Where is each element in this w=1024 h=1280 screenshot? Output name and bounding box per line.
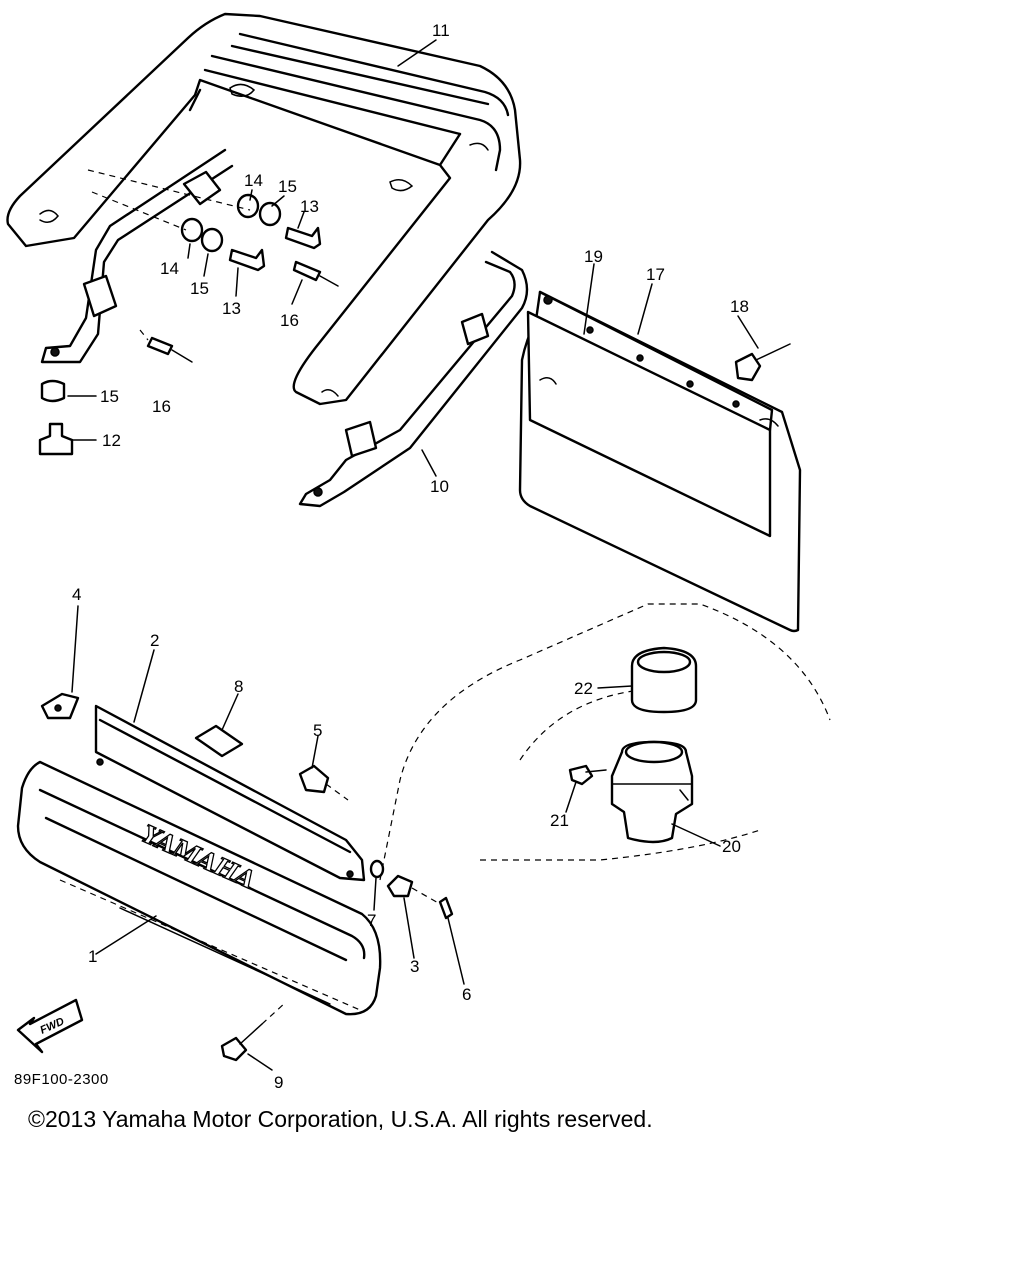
part-10-bracket-right	[298, 250, 529, 508]
part-21-screw	[568, 764, 607, 786]
callout: 13	[222, 299, 241, 318]
copyright-notice: ©2013 Yamaha Motor Corporation, U.S.A. A…	[28, 1106, 653, 1132]
callout: 21	[550, 811, 569, 830]
callout: 4	[72, 585, 81, 604]
callout: 7	[367, 911, 376, 930]
callout: 10	[430, 477, 449, 496]
callout: 16	[280, 311, 299, 330]
callout: 16	[152, 397, 171, 416]
callout: 13	[300, 197, 319, 216]
callout: 15	[100, 387, 119, 406]
callout: 12	[102, 431, 121, 450]
part-18-rivet	[734, 343, 791, 382]
callout: 17	[646, 265, 665, 284]
callout: 8	[234, 677, 243, 696]
part-2-plate	[94, 704, 366, 882]
fwd-arrow-icon: FWD	[16, 998, 84, 1054]
drawing-code: 89F100-2300	[14, 1071, 109, 1088]
part-8-emblem	[194, 724, 244, 758]
callout: 11	[432, 21, 450, 40]
part-20-socket	[610, 740, 694, 844]
leader-lines	[67, 39, 759, 1071]
callout: 1	[88, 947, 97, 966]
callout: 2	[150, 631, 159, 650]
callout: 15	[190, 279, 209, 298]
part-22-cap	[630, 646, 698, 714]
exploded-parts-diagram: YAMAHA FWD	[6, 12, 831, 1090]
part-9-screw	[220, 1001, 287, 1062]
callout: 5	[313, 721, 322, 740]
part-11-grab-bar	[6, 12, 522, 406]
callout: 18	[730, 297, 749, 316]
part-10-bracket-left	[40, 148, 234, 364]
part-17-mudflap	[518, 290, 802, 633]
callout: 6	[462, 985, 471, 1004]
fasteners-13-16	[38, 169, 339, 456]
callout: 15	[278, 177, 297, 196]
callout: 14	[244, 171, 263, 190]
callout: 22	[574, 679, 593, 698]
part-5-clip	[298, 764, 349, 801]
parts-3-6-7	[369, 859, 454, 920]
callout: 19	[584, 247, 603, 266]
callout: 3	[410, 957, 419, 976]
part-4-bracket	[40, 692, 80, 720]
callout: 9	[274, 1073, 283, 1090]
callout: 14	[160, 259, 179, 278]
rear-fender-outline	[379, 603, 831, 881]
callouts: 11 14 15 13 14 15 13 16 16 15 12 19 17 1…	[72, 21, 749, 1090]
callout: 20	[722, 837, 741, 856]
